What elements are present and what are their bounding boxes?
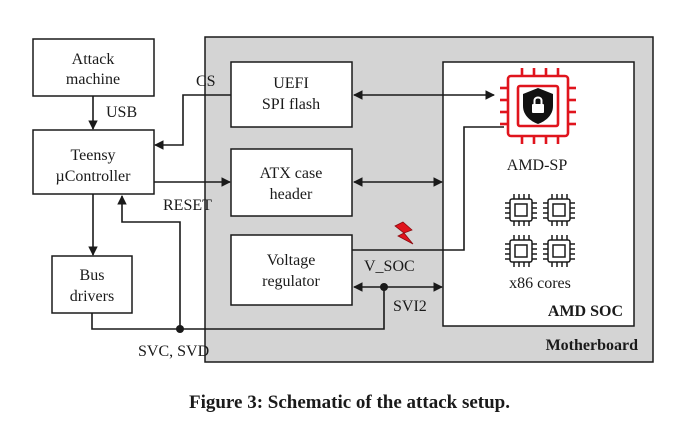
bus-drivers-line2: drivers — [70, 288, 114, 305]
junction-dot-svi2 — [380, 283, 388, 291]
attack-machine-box — [32, 38, 155, 97]
attack-machine-line2: machine — [66, 71, 120, 88]
uefi-flash-line1: UEFI — [273, 75, 309, 92]
v-soc-line — [352, 126, 504, 251]
core-chip-icon — [505, 235, 537, 267]
voltage-regulator-line1: Voltage — [267, 252, 316, 269]
bus-drivers-line1: Bus — [80, 267, 105, 284]
teensy-feedback-line — [117, 195, 181, 329]
attack-machine-line1: Attack — [72, 51, 115, 68]
cs-link — [154, 94, 231, 150]
svi2-label: SVI2 — [393, 298, 427, 315]
shield-lock-icon — [523, 88, 553, 124]
voltage-regulator-box — [230, 234, 353, 306]
v-soc-label: V_SOC — [364, 258, 415, 275]
teensy-line2: µController — [56, 168, 132, 185]
amd-sp-label: AMD-SP — [507, 157, 568, 174]
voltage-regulator-line2: regulator — [262, 273, 320, 290]
amd-sp-chip-icon — [500, 68, 576, 144]
junction-dot-svc — [176, 325, 184, 333]
teensy-box — [32, 129, 155, 195]
usb-label: USB — [106, 104, 137, 121]
glitch-lightning-icon — [394, 221, 414, 245]
uefi-flash-box — [230, 61, 353, 128]
motherboard-label: Motherboard — [546, 337, 639, 354]
teensy-line1: Teensy — [70, 147, 115, 164]
core-chip-icon — [543, 235, 575, 267]
amd-soc-label: AMD SOC — [548, 303, 623, 320]
uefi-flash-line2: SPI flash — [262, 96, 320, 113]
x86-cores-icon — [505, 194, 575, 267]
x86-cores-label: x86 cores — [509, 275, 571, 292]
svc-svd-label: SVC, SVD — [138, 343, 209, 360]
figure-caption: Figure 3: Schematic of the attack setup. — [188, 392, 510, 413]
core-chip-icon — [505, 194, 537, 226]
svc-svd-bus-line — [91, 287, 385, 330]
reset-label: RESET — [163, 197, 212, 214]
atx-header-line1: ATX case — [260, 165, 323, 182]
atx-header-line2: header — [270, 186, 313, 203]
cs-label: CS — [196, 73, 216, 90]
core-chip-icon — [543, 194, 575, 226]
atx-header-box — [230, 148, 353, 217]
